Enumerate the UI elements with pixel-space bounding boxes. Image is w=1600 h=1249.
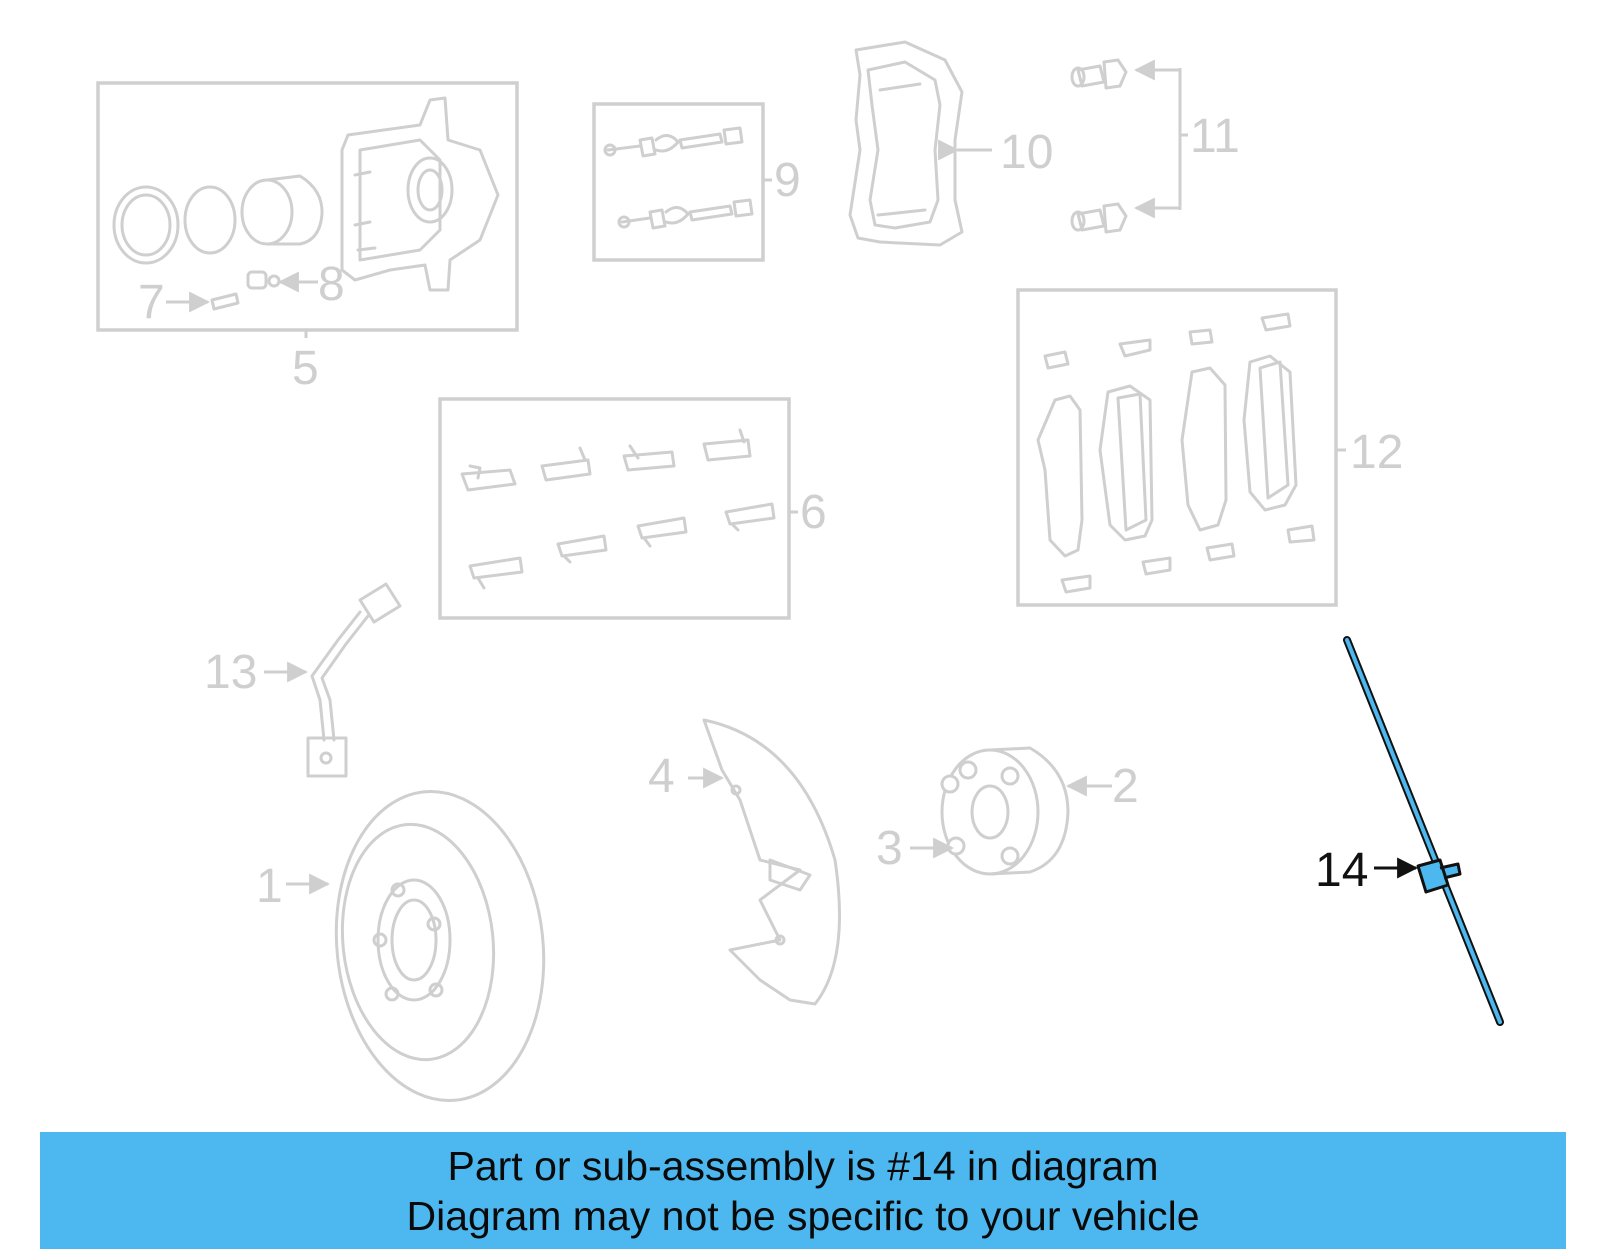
dust-shield-group	[688, 718, 841, 1006]
callout-14[interactable]: 14	[1315, 844, 1368, 897]
callout-12[interactable]: 12	[1350, 426, 1403, 479]
banner-line-2: Diagram may not be specific to your vehi…	[406, 1192, 1200, 1239]
part-14-wire-highlight	[1345, 638, 1502, 1024]
callout-labels: 1 2 3 4 5 6 7 8 9 10 11 12 13 14	[138, 110, 1403, 913]
callout-5[interactable]: 5	[292, 342, 319, 395]
part-14-wire[interactable]	[1343, 636, 1504, 1026]
hardware-kit-box	[438, 397, 791, 620]
callout-10[interactable]: 10	[1000, 126, 1053, 179]
wear-sensor-group	[264, 582, 402, 778]
callout-4[interactable]: 4	[648, 750, 675, 803]
callout-13[interactable]: 13	[204, 646, 257, 699]
callout-1[interactable]: 1	[256, 860, 283, 913]
caliper-bracket-group	[848, 40, 992, 247]
callout-2[interactable]: 2	[1112, 760, 1139, 813]
part-14-clip	[1416, 858, 1462, 894]
callout-9[interactable]: 9	[774, 154, 801, 207]
callout-11[interactable]: 11	[1190, 110, 1240, 163]
hardware-kit-group	[438, 397, 798, 620]
pad-kit-group	[1016, 288, 1346, 607]
pad-kit-box	[1016, 288, 1338, 607]
rotor-group	[286, 789, 546, 1103]
caliper-kit-group	[96, 81, 519, 338]
guide-pin-kit-group	[592, 102, 772, 262]
banner-line-1: Part or sub-assembly is #14 in diagram	[447, 1142, 1159, 1189]
info-banner: Part or sub-assembly is #14 in diagram D…	[40, 1132, 1566, 1249]
callout-3[interactable]: 3	[876, 822, 903, 875]
hub-group	[910, 746, 1112, 876]
callout-6[interactable]: 6	[800, 486, 827, 539]
bracket-bolts-group	[1070, 58, 1188, 234]
callout-7[interactable]: 7	[138, 276, 165, 329]
guide-pin-kit-box	[592, 102, 765, 262]
callout-8[interactable]: 8	[318, 258, 345, 311]
